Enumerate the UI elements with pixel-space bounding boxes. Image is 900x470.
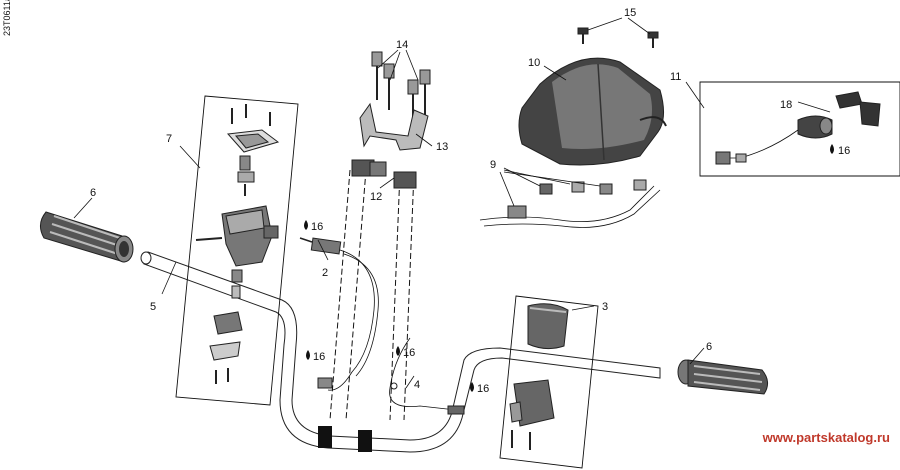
lube-point-throttle: 16 — [304, 220, 323, 233]
callout-14-riser-bolts: 14 — [396, 39, 408, 51]
callout-9-harness: 9 — [490, 159, 496, 171]
lubricant-drop-icon — [396, 346, 400, 356]
wiring-harness — [479, 179, 661, 228]
lube-point-cable: 16 — [306, 350, 325, 363]
callout-2-throttle-cable: 2 — [322, 267, 328, 279]
throttle-cable — [299, 237, 379, 391]
callout-16-lube: 16 — [311, 221, 323, 233]
figure-id: 23T0611a — [2, 0, 12, 36]
callout-16-lube: 16 — [313, 351, 325, 363]
lube-point-right: 16 — [470, 382, 489, 395]
lube-point-brake: 16 — [396, 346, 415, 359]
brake-cable — [389, 337, 465, 415]
callout-16-lube: 16 — [477, 383, 489, 395]
callout-3-right-control: 3 — [602, 301, 608, 313]
right-control-assembly — [499, 295, 599, 469]
ignition-switch-assembly — [699, 81, 900, 177]
leader-lines — [73, 17, 831, 389]
callout-10-windshield: 10 — [528, 57, 540, 69]
lubricant-drop-icon — [830, 144, 834, 154]
windshield-fairing — [518, 27, 667, 166]
callout-18-key: 18 — [780, 99, 792, 111]
callout-11-ignition-box: 11 — [670, 71, 681, 83]
callout-6-left-grip: 6 — [90, 187, 96, 199]
handlebar — [140, 251, 661, 453]
lube-point-ignition: 16 — [830, 144, 850, 157]
lubricant-drop-icon — [306, 350, 310, 360]
left-grip — [40, 211, 134, 263]
callout-13-upper-clamp: 13 — [436, 141, 448, 153]
callout-6-right-grip: 6 — [706, 341, 712, 353]
callout-15-screws: 15 — [624, 7, 636, 19]
lubricant-drop-icon — [304, 220, 308, 230]
callout-16-lube: 16 — [838, 145, 850, 157]
riser-assembly — [329, 51, 431, 421]
right-grip — [677, 359, 768, 395]
handlebar-grip-band — [318, 426, 332, 448]
callout-12-lower-clamp: 12 — [370, 191, 382, 203]
callout-7-throttle-housing: 7 — [166, 133, 172, 145]
callout-5-handlebar: 5 — [150, 301, 156, 313]
throttle-assembly-frame — [175, 95, 299, 406]
throttle-assembly — [175, 95, 299, 406]
lubricant-drop-icon — [470, 382, 474, 392]
handlebar-grip-band — [358, 430, 372, 452]
watermark: www.partskatalog.ru — [762, 430, 890, 445]
callout-16-lube: 16 — [403, 347, 415, 359]
callout-4-brake-cable: 4 — [414, 379, 420, 391]
